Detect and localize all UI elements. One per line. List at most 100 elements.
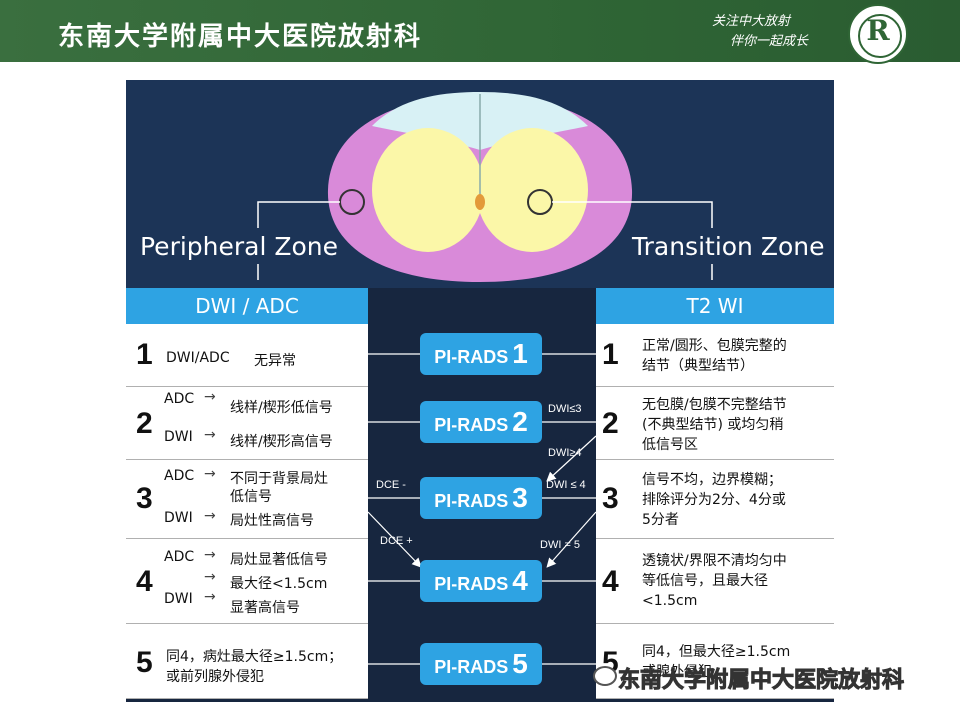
right-row2-line3: 低信号区 (642, 437, 698, 453)
right-row4-line1: 透镜状/界限不清均匀中 (642, 553, 787, 569)
left-row2-arrow1: → (204, 389, 216, 405)
left-row3-arrow2: → (204, 508, 216, 524)
pirads-score-3: 3 (512, 482, 528, 513)
right-row3-line1: 信号不均，边界模糊； (642, 472, 782, 488)
pirads-score-1: 1 (512, 338, 528, 369)
right-row-5: 5 同4，但最大径≥1.5cm 或腺外侵犯 (596, 624, 834, 699)
right-score-1: 1 (602, 338, 619, 371)
left-row-4: 4 ADC → 局灶显著低信号 → 最大径<1.5cm DWI → 显著高信号 (126, 539, 368, 624)
right-row1-line2: 结节（典型结节） (642, 358, 754, 374)
watermark: 东南大学附属中大医院放射科 (617, 668, 905, 694)
right-row5-line1: 同4，但最大径≥1.5cm (642, 644, 791, 660)
connector-dwi-le3: DWI≤3 (548, 403, 582, 415)
left-row3-label2: DWI (164, 510, 193, 526)
right-score-3: 3 (602, 482, 619, 515)
slogan-line-2: 伴你一起成长 (730, 34, 809, 49)
pirads-score-4: 4 (512, 565, 528, 596)
pirads-prefix-3: PI-RADS (434, 491, 509, 511)
header-bar: 东南大学附属中大医院放射科 关注中大放射 伴你一起成长 R (0, 0, 960, 64)
right-row4-line3: <1.5cm (642, 593, 698, 609)
left-row4-arrow2: → (204, 589, 216, 605)
pirads-prefix-2: PI-RADS (434, 415, 509, 435)
connector-dwi-ge4: DWI≥4 (548, 447, 582, 459)
left-row4-text-mid: 最大径<1.5cm (230, 576, 328, 592)
right-score-2: 2 (602, 407, 619, 440)
left-row1-label: DWI/ADC (166, 350, 230, 366)
left-row4-label2: DWI (164, 591, 193, 607)
left-row3-text2: 局灶性高信号 (230, 513, 314, 529)
pirads-prefix-1: PI-RADS (434, 347, 509, 367)
left-row4-arrow-mid: → (204, 569, 216, 585)
transition-zone-right (476, 128, 588, 252)
pirads-prefix-4: PI-RADS (434, 574, 509, 594)
tz-pointer-line (552, 201, 713, 228)
left-row4-text2: 显著高信号 (230, 600, 300, 616)
left-score-2: 2 (136, 407, 153, 440)
right-column-header: T2 WI (596, 288, 834, 324)
right-row3-line3: 5分者 (642, 512, 679, 528)
pz-pointer-line (257, 201, 340, 228)
left-row3-arrow1: → (204, 466, 216, 482)
left-row5-text1: 同4，病灶最大径≥1.5cm； (166, 649, 343, 665)
right-row5-line2: 或腺外侵犯 (642, 664, 712, 680)
left-score-3: 3 (136, 482, 153, 515)
slogan-line-1: 关注中大放射 (712, 14, 791, 29)
right-row3-line2: 排除评分为2分、4分或 (642, 492, 786, 508)
left-row4-text1: 局灶显著低信号 (230, 552, 328, 568)
right-row2-line2: (不典型结节) 或均匀稍 (642, 417, 784, 433)
wechat-icon (593, 666, 617, 686)
left-score-1: 1 (136, 338, 153, 371)
left-row2-label1: ADC (164, 391, 195, 407)
urethra (475, 194, 485, 210)
peripheral-zone-label: Peripheral Zone (140, 232, 339, 261)
connector-dwi-eq5: DWI = 5 (540, 539, 581, 551)
left-column-header: DWI / ADC (126, 288, 368, 324)
left-row4-arrow1: → (204, 547, 216, 563)
connector-dwi-le4: DWI ≤ 4 (546, 479, 586, 491)
right-row2-line1: 无包膜/包膜不完整结节 (642, 397, 787, 413)
left-row1-text: 无异常 (254, 353, 296, 369)
transition-zone-left (372, 128, 484, 252)
pirads-score-2: 2 (512, 406, 528, 437)
left-row-1: 1 DWI/ADC 无异常 (126, 324, 368, 387)
left-row2-arrow2: → (204, 427, 216, 443)
left-row2-text2: 线样/楔形高信号 (230, 434, 333, 450)
slogan: 关注中大放射 伴你一起成长 (712, 12, 808, 52)
arrow-dce-plus (367, 511, 422, 568)
page-title: 东南大学附属中大医院放射科 (58, 22, 423, 52)
logo-glyph: R (866, 14, 890, 47)
connector-dce-minus: DCE - (376, 479, 406, 491)
arrow-dwi-eq5 (546, 511, 597, 568)
right-row-1: 1 正常/圆形、包膜完整的 结节（典型结节） (596, 324, 834, 387)
left-row3-text1: 不同于背景局灶 (230, 471, 328, 487)
hospital-logo: R (848, 4, 908, 64)
connector-dce-plus: DCE + (380, 535, 413, 547)
logo-ring (858, 14, 902, 58)
left-score-4: 4 (136, 565, 153, 598)
right-row1-line1: 正常/圆形、包膜完整的 (642, 338, 787, 354)
right-row-3: 3 信号不均，边界模糊； 排除评分为2分、4分或 5分者 (596, 460, 834, 539)
left-row5-text2: 或前列腺外侵犯 (166, 669, 264, 685)
left-row2-label2: DWI (164, 429, 193, 445)
right-row-2: 2 无包膜/包膜不完整结节 (不典型结节) 或均匀稍 低信号区 (596, 387, 834, 460)
left-row3-label1: ADC (164, 468, 195, 484)
right-row-4: 4 透镜状/界限不清均匀中 等低信号，且最大径 <1.5cm (596, 539, 834, 624)
right-score-4: 4 (602, 565, 619, 598)
right-row4-line2: 等低信号，且最大径 (642, 573, 768, 589)
left-row-5: 5 同4，病灶最大径≥1.5cm； 或前列腺外侵犯 (126, 624, 368, 699)
left-row-2: 2 ADC → 线样/楔形低信号 DWI → 线样/楔形高信号 (126, 387, 368, 460)
left-row3-text1b: 低信号 (230, 489, 272, 505)
left-row4-label1: ADC (164, 549, 195, 565)
arrow-dwi-ge4 (546, 435, 597, 482)
left-row2-text1: 线样/楔形低信号 (230, 400, 333, 416)
pirads-score-5: 5 (512, 648, 528, 679)
left-score-5: 5 (136, 646, 153, 679)
left-row-3: 3 ADC → 不同于背景局灶 低信号 DWI → 局灶性高信号 (126, 460, 368, 539)
